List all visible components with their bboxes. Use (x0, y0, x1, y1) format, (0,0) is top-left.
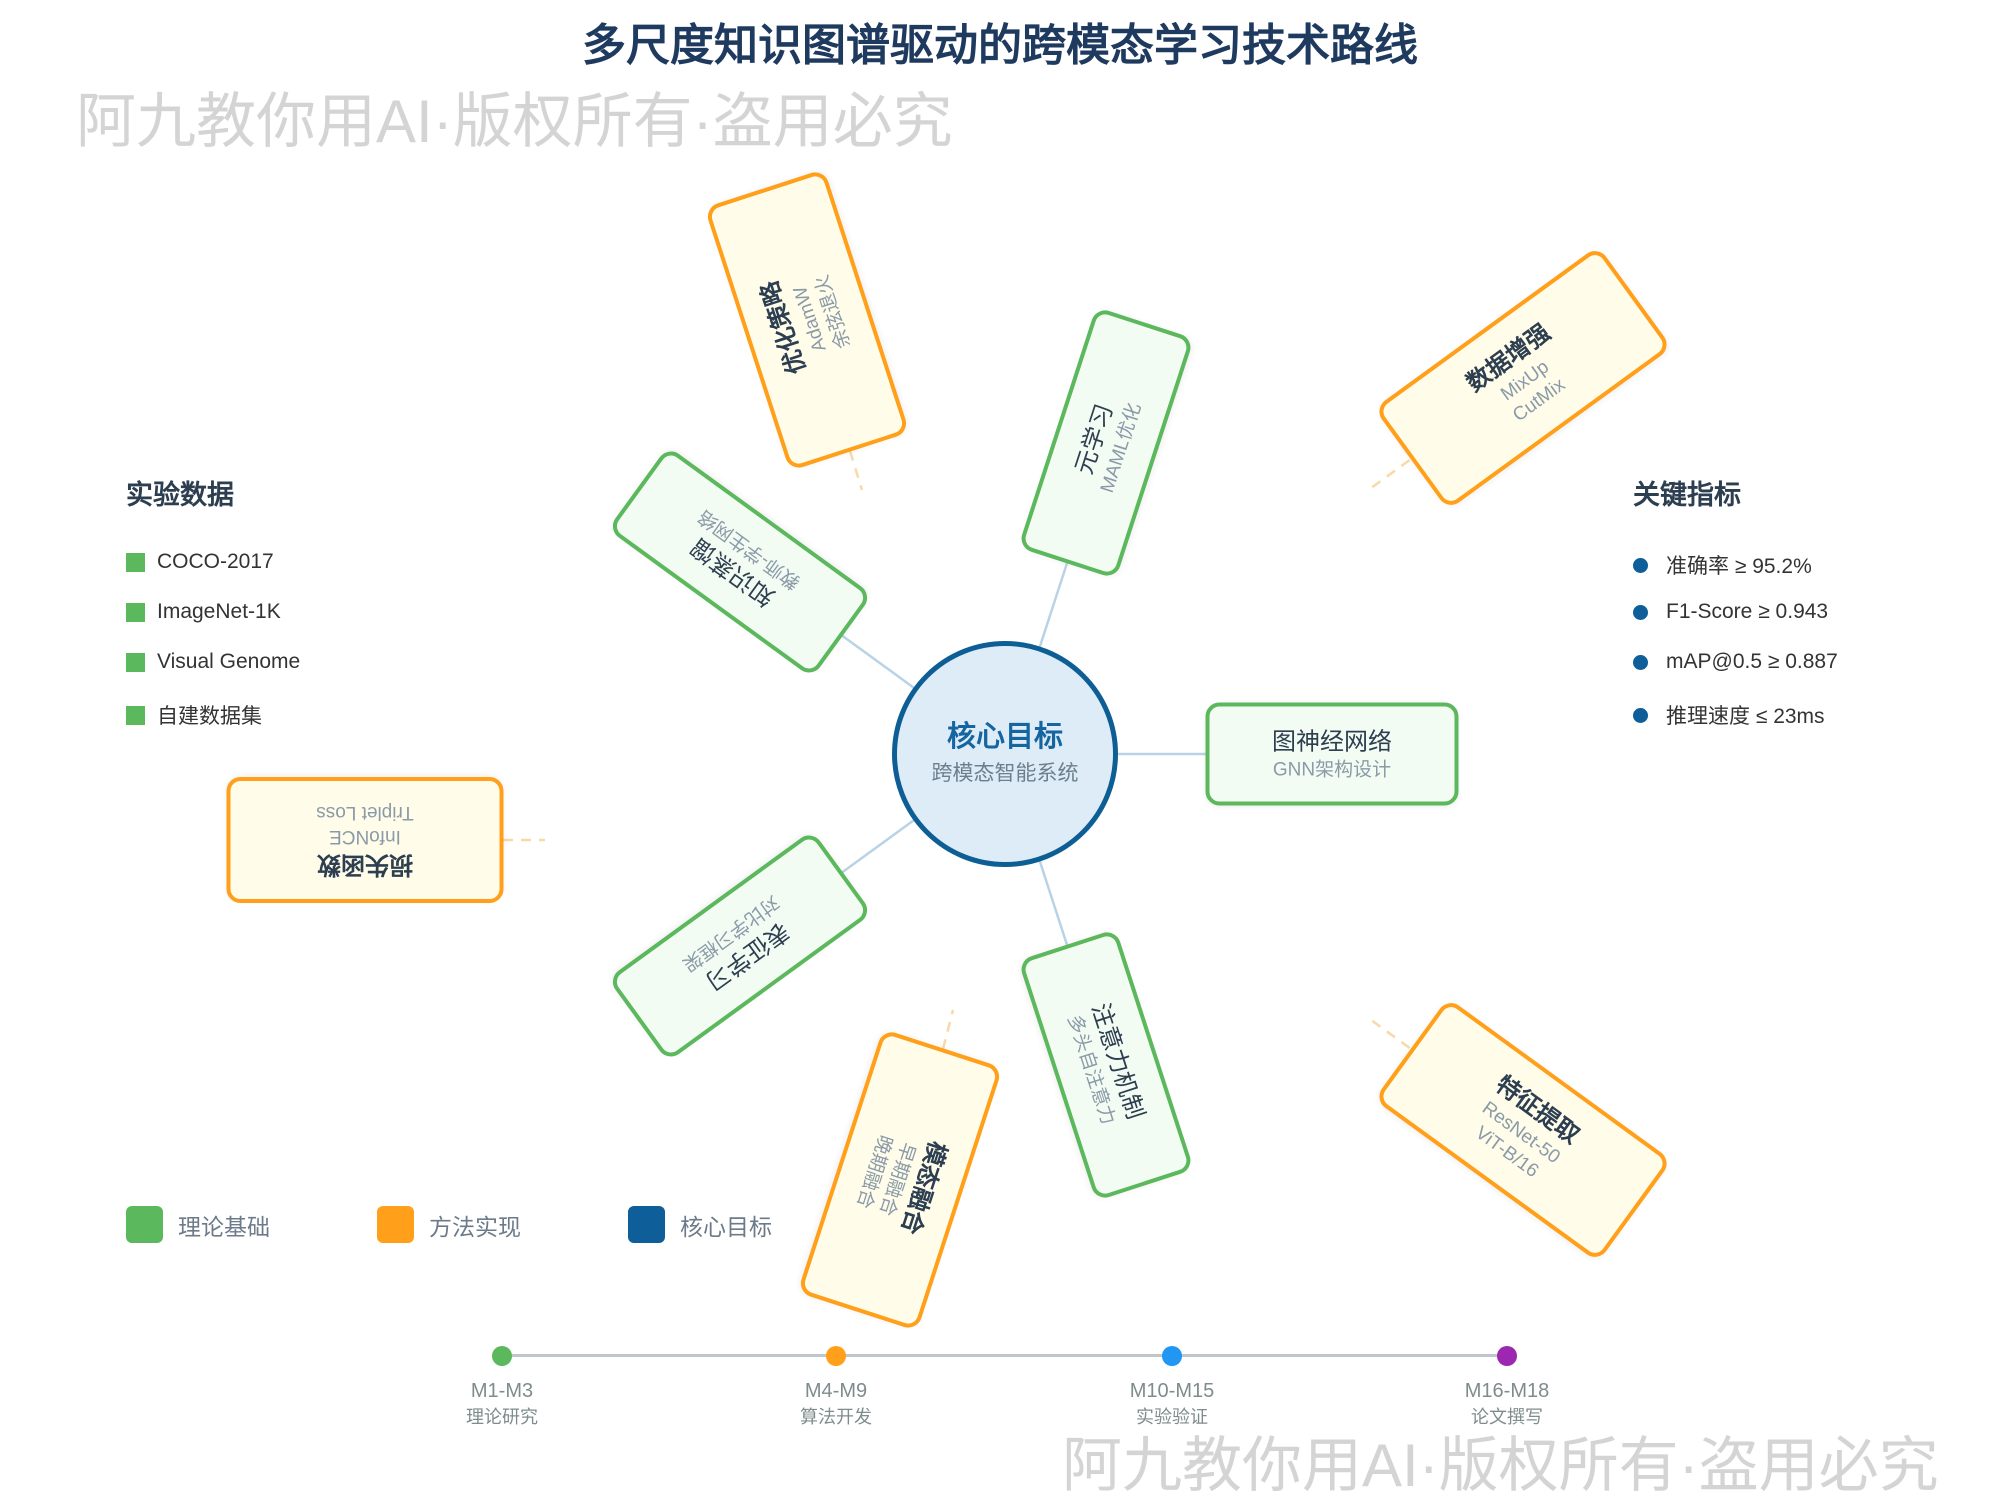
timeline-dot[interactable] (826, 1346, 846, 1366)
page-title: 多尺度知识图谱驱动的跨模态学习技术路线 (582, 21, 1418, 70)
timeline-milestone: M1-M3 理论研究 (466, 1380, 538, 1427)
dataset-item: ImageNet-1K (126, 600, 281, 624)
metrics-title: 关键指标 (1633, 480, 1741, 510)
node-title: 图神经网络 (1272, 728, 1392, 755)
node-subtitle: Triplet Loss (316, 802, 414, 823)
datasets-panel: 实验数据 COCO-2017 ImageNet-1K Visual Genome… (126, 473, 300, 728)
timeline-dot[interactable] (1162, 1346, 1182, 1366)
green-square-icon (126, 552, 145, 572)
legend-swatch (377, 1206, 414, 1243)
legend-swatch (628, 1206, 665, 1243)
green-square-icon (126, 705, 145, 725)
dataset-item: Visual Genome (126, 650, 300, 674)
core-subtitle: 跨模态智能系统 (931, 762, 1079, 785)
method-dashed-link (941, 1009, 955, 1050)
metric-item: 推理速度 ≤ 23ms (1633, 700, 1825, 730)
legend-theory: 理论基础 (126, 1206, 270, 1243)
timeline-milestone: M4-M9 算法开发 (800, 1380, 872, 1427)
bullet-dot-icon (1633, 707, 1648, 723)
node-subtitle: InfoNCE (329, 826, 401, 847)
datasets-title: 实验数据 (126, 480, 234, 510)
timeline-track (502, 1354, 1507, 1357)
timeline-dot[interactable] (492, 1346, 512, 1366)
core-to-theory-link (1038, 561, 1069, 647)
legend-swatch (126, 1206, 163, 1243)
theory-node-gnn[interactable]: 图神经网络 GNN架构设计 (1205, 702, 1459, 806)
dataset-item: COCO-2017 (126, 550, 274, 574)
metric-item: mAP@0.5 ≥ 0.887 (1633, 650, 1838, 674)
core-to-theory-link (840, 819, 915, 874)
green-square-icon (126, 652, 145, 672)
metrics-panel: 关键指标 准确率 ≥ 95.2% F1-Score ≥ 0.943 mAP@0.… (1633, 473, 1838, 728)
dataset-item: 自建数据集 (126, 700, 262, 730)
timeline-milestone: M16-M18 论文撰写 (1464, 1380, 1550, 1427)
bullet-dot-icon (1633, 654, 1648, 670)
legend-core: 核心目标 (628, 1206, 772, 1243)
bullet-dot-icon (1633, 557, 1648, 573)
metric-item: F1-Score ≥ 0.943 (1633, 600, 1828, 624)
timeline-milestone: M10-M15 实验验证 (1129, 1380, 1215, 1427)
core-to-theory-link (840, 634, 915, 689)
node-subtitle: GNN架构设计 (1272, 759, 1392, 780)
method-dashed-link (848, 450, 864, 491)
legend-method: 方法实现 (377, 1206, 521, 1243)
metric-item: 准确率 ≥ 95.2% (1633, 550, 1812, 580)
bullet-dot-icon (1633, 604, 1648, 620)
green-square-icon (126, 602, 145, 622)
core-goal-node[interactable]: 核心目标 跨模态智能系统 (892, 641, 1118, 867)
core-title: 核心目标 (946, 721, 1063, 753)
timeline-dot[interactable] (1497, 1346, 1517, 1366)
node-title: 损失函数 (317, 851, 413, 878)
method-dashed-link (1371, 1019, 1415, 1052)
method-node-loss-function[interactable]: 损失函数 InfoNCE Triplet Loss (226, 777, 504, 903)
core-to-theory-link (1038, 861, 1069, 947)
method-dashed-link (1371, 456, 1415, 489)
